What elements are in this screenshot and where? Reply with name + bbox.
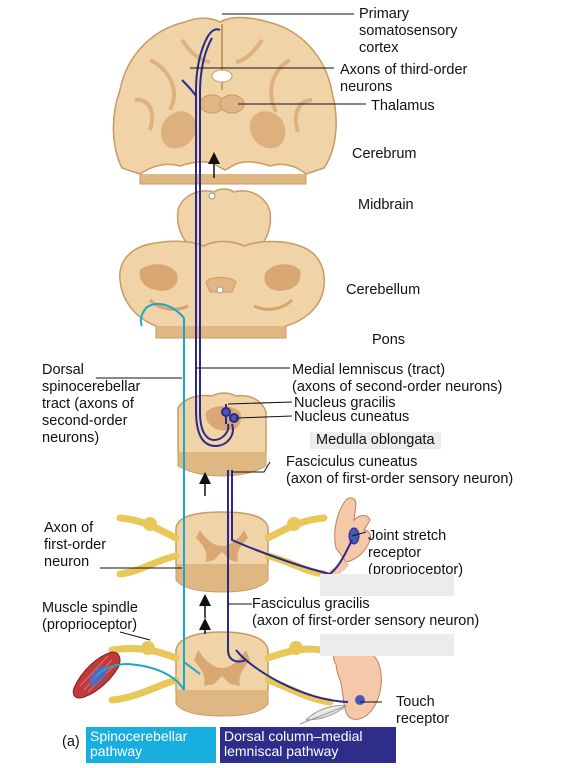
label-joint-stretch: Joint stretch receptor (proprioceptor) (368, 528, 464, 578)
label-medulla: Medulla oblongata (310, 432, 441, 449)
label-third-order-axons: Axons of third-order neurons (340, 62, 468, 95)
medulla-section (177, 392, 267, 477)
label-muscle-spindle: Muscle spindle (proprioceptor) (42, 600, 138, 633)
legend-spinocerebellar: Spinocerebellar pathway (86, 727, 216, 763)
label-medial-lemniscus: Medial lemniscus (tract) (axons of secon… (292, 362, 503, 395)
label-primary-cortex: Primary somatosensory cortex (359, 6, 458, 56)
feather-illustration (299, 705, 348, 725)
dorsal-column-pathway (181, 28, 353, 703)
pons-cerebellum-section (119, 240, 326, 339)
panel-letter: (a) (62, 734, 80, 750)
legend-dorsal-column: Dorsal column–medial lemniscal pathway (220, 727, 396, 763)
cerebrum-section (112, 16, 337, 185)
label-axon-first-order: Axon of first-order neuron (44, 520, 107, 570)
upper-spinal-cord (116, 511, 328, 593)
label-touch-receptor: Touch receptor (396, 694, 450, 727)
label-fasciculus-cuneatus: Fasciculus cuneatus (axon of first-order… (286, 454, 514, 487)
label-cerebellum: Cerebellum (346, 282, 421, 298)
label-cerebrum: Cerebrum (352, 146, 417, 162)
label-nucleus-gracilis: Nucleus gracilis (294, 395, 396, 411)
label-thalamus: Thalamus (371, 98, 435, 114)
leader-lines (96, 13, 382, 703)
spinocerebellar-pathway (95, 302, 201, 691)
label-nucleus-cuneatus: Nucleus cuneatus (294, 409, 410, 425)
up-arrows (199, 152, 220, 634)
label-dorsal-spinocerebellar: Dorsal spinocerebellar tract (axons of s… (42, 362, 141, 446)
hand-illustration (328, 497, 371, 578)
label-pons: Pons (372, 332, 406, 348)
label-fasciculus-gracilis: Fasciculus gracilis (axon of first-order… (252, 596, 480, 629)
blank-label-box (320, 574, 454, 596)
blank-label-box (320, 634, 454, 656)
lower-spinal-cord (108, 631, 334, 717)
label-midbrain: Midbrain (358, 197, 414, 213)
